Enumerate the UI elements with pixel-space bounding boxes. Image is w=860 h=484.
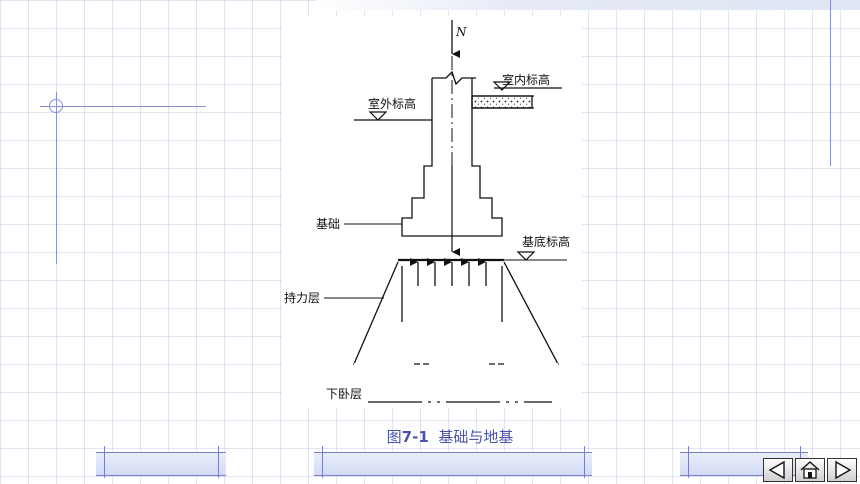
next-slide-button[interactable] <box>827 458 857 482</box>
outdoor-level-label: 室外标高 <box>368 96 416 111</box>
bottom-panel-left <box>96 452 226 476</box>
panel-tick <box>218 446 219 478</box>
prev-slide-button[interactable] <box>763 458 793 482</box>
caption-text: 基础与地基 <box>438 428 514 446</box>
column-break-line <box>432 70 476 86</box>
base-level-marker <box>516 251 536 261</box>
load-label: N <box>455 25 467 39</box>
caption-prefix: 图 <box>386 428 402 446</box>
underlying-layer-label: 下卧层 <box>326 387 362 401</box>
floor-slab <box>471 95 533 109</box>
crosshair-horizontal <box>40 106 206 107</box>
panel-tick <box>322 446 323 478</box>
foundation-diagram: N 室内标高 室外标高 基础 基底标高 持力层 下卧层 <box>282 16 582 408</box>
home-button[interactable] <box>795 458 825 482</box>
indoor-level-marker <box>492 81 512 91</box>
bottom-panel-center <box>314 452 592 476</box>
figure-caption: 图7-1 基础与地基 <box>0 426 860 447</box>
panel-tick <box>584 446 585 478</box>
crosshair-vertical <box>56 92 57 264</box>
bearing-layer-label: 持力层 <box>284 290 320 305</box>
caption-number: 7-1 <box>401 428 429 446</box>
arrow-right-icon <box>835 460 852 480</box>
panel-tick <box>104 446 105 478</box>
panel-tick <box>688 446 689 478</box>
top-gradient-bar <box>316 0 860 10</box>
home-icon <box>800 461 820 479</box>
arrow-left-icon <box>768 460 785 480</box>
base-level-label: 基底标高 <box>522 234 570 249</box>
stress-trapezoid <box>353 261 560 365</box>
outdoor-level-marker <box>368 111 388 121</box>
crosshair-circle <box>49 99 63 113</box>
indoor-level-label: 室内标高 <box>502 72 550 87</box>
right-vertical-rule <box>830 0 831 166</box>
foundation-label: 基础 <box>316 217 340 231</box>
